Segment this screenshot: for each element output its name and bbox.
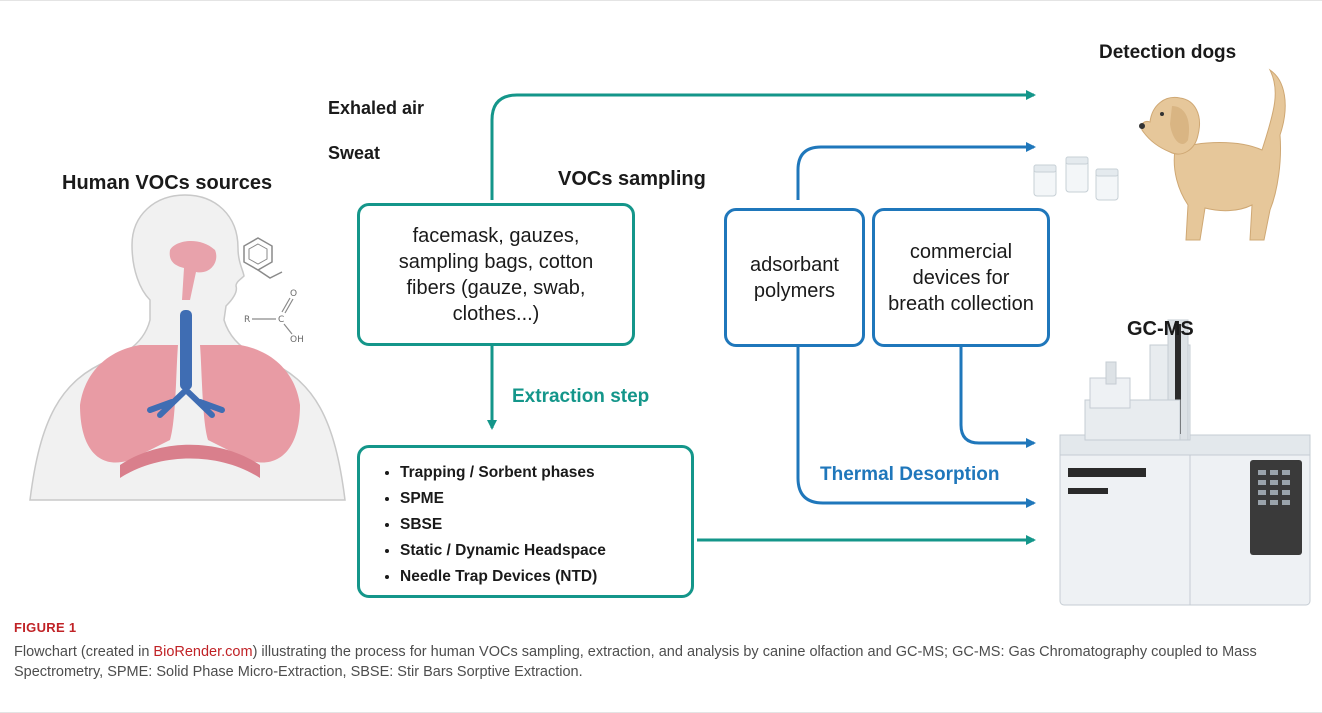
- gcms-title: GC-MS: [1127, 318, 1194, 340]
- flowchart-graphics: R C O OH: [29, 68, 1311, 606]
- arrow-to-dogs-teal: [490, 90, 1036, 200]
- arrow-thermal-to-gcms: [796, 347, 1036, 508]
- arrow-to-dogs-blue: [796, 142, 1036, 200]
- detection-dogs-title: Detection dogs: [1099, 42, 1237, 63]
- arrow-commercial-to-gcms: [959, 347, 1036, 448]
- blue-arrows: [796, 142, 1036, 508]
- sources-title: Human VOCs sources: [62, 172, 273, 194]
- extraction-method-item: Needle Trap Devices (NTD): [400, 564, 681, 590]
- sweat-label: Sweat: [328, 143, 381, 163]
- adsorbant-text: adsorbant polymers: [750, 253, 839, 302]
- adsorbant-box: adsorbant polymers: [724, 208, 865, 347]
- extraction-methods-list: Trapping / Sorbent phases SPME SBSE Stat…: [380, 460, 681, 590]
- extraction-method-item: Trapping / Sorbent phases: [400, 460, 681, 486]
- figure-caption: FIGURE 1 Flowchart (created in BioRender…: [14, 620, 1304, 682]
- extraction-step-label: Extraction step: [512, 386, 650, 407]
- biorender-link[interactable]: BioRender.com: [153, 644, 253, 660]
- extraction-method-item: SBSE: [400, 512, 681, 538]
- benzene-ring-icon: [243, 237, 283, 279]
- flowchart-figure: R C O OH: [0, 0, 1322, 620]
- human-respiratory-illustration: R C O OH: [29, 194, 346, 501]
- caption-text: Flowchart (created in BioRender.com) ill…: [14, 642, 1304, 682]
- teal-arrows: [487, 90, 1036, 545]
- sampling-title: VOCs sampling: [558, 168, 706, 190]
- fabric-sampling-text: facemask, gauzes, sampling bags, cotton …: [398, 224, 594, 325]
- caption-text-end: ) illustrating the process for human VOC…: [14, 644, 1257, 680]
- svg-text:O: O: [290, 289, 297, 299]
- thermal-desorption-label: Thermal Desorption: [820, 464, 1000, 485]
- svg-text:C: C: [278, 315, 284, 325]
- extraction-method-item: Static / Dynamic Headspace: [400, 538, 681, 564]
- top-rule: [0, 0, 1322, 1]
- commercial-devices-text: commercial devices for breath collection: [888, 240, 1034, 315]
- caption-title: FIGURE 1: [14, 620, 77, 635]
- extraction-method-item: SPME: [400, 486, 681, 512]
- svg-text:R: R: [244, 315, 250, 325]
- gc-ms-instrument-icon: [1059, 319, 1311, 606]
- extraction-methods-box: Trapping / Sorbent phases SPME SBSE Stat…: [357, 445, 694, 598]
- exhaled-air-label: Exhaled air: [328, 98, 425, 118]
- svg-text:OH: OH: [290, 335, 304, 345]
- caption-text-start: Flowchart (created in: [14, 644, 154, 660]
- fabric-sampling-box: facemask, gauzes, sampling bags, cotton …: [357, 203, 635, 346]
- commercial-devices-box: commercial devices for breath collection: [872, 208, 1050, 347]
- dog-icon: [1139, 68, 1286, 241]
- carboxylic-acid-icon: R C O OH: [244, 289, 304, 345]
- sample-jar-icon: [1033, 156, 1119, 201]
